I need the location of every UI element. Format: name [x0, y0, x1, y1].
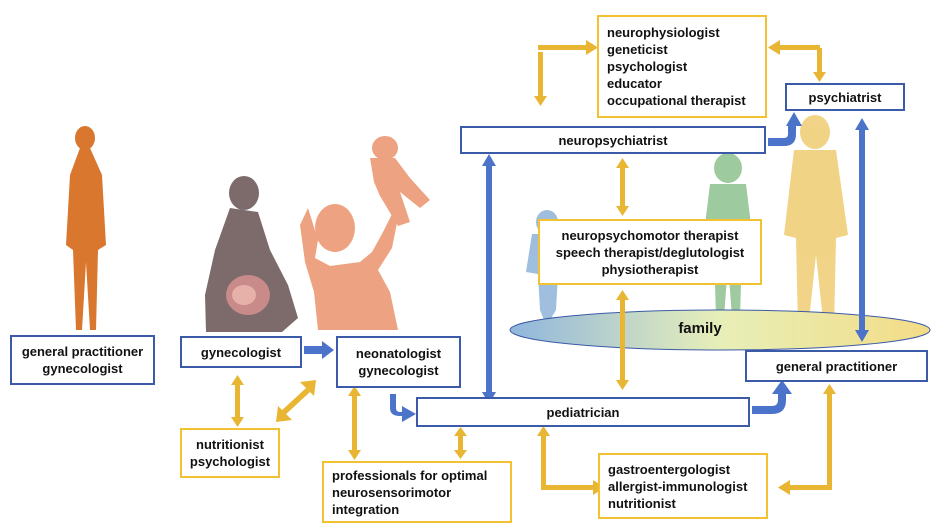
box-line: professionals for optimal — [332, 467, 488, 483]
box-line: integration — [332, 501, 400, 517]
box-line: allergist-immunologist — [608, 478, 748, 494]
family-label: family — [678, 320, 722, 337]
gold-arrow-specialists-gp — [778, 384, 836, 495]
gold-arrow-therapists-ped — [616, 290, 629, 390]
box-line: gynecologist — [200, 344, 282, 360]
nutritionist-psychologist-box: nutritionist psychologist — [180, 428, 280, 478]
pregnant-woman-silhouette-icon — [205, 176, 298, 332]
box-line: nutritionist — [608, 495, 676, 511]
box-line: general practitioner — [775, 358, 898, 374]
box-line: occupational therapist — [607, 93, 746, 108]
box-line: nutritionist — [196, 437, 264, 452]
box-line: gynecologist — [358, 363, 439, 378]
box-line: neuropsychiatrist — [558, 132, 668, 148]
gold-arrow-ped-prof — [454, 427, 467, 459]
gold-arrow-neo-prof — [348, 386, 361, 460]
therapists-box: neuropsychomotor therapist speech therap… — [538, 219, 762, 285]
psychiatrist-box: psychiatrist — [785, 83, 905, 111]
woman-silhouette-icon — [66, 126, 106, 330]
mother-baby-silhouette-icon — [300, 136, 430, 330]
box-line: gastroentergologist — [608, 461, 731, 477]
pediatrician-box: pediatrician — [416, 397, 750, 427]
blue-arrow-psychiatrist-to-gp — [855, 118, 869, 342]
gold-arrow-team-psychiatrist — [768, 40, 826, 82]
neuro-team-box: neurophysiologist geneticist psychologis… — [597, 15, 767, 118]
blue-arrow-neuropsy-to-psychiatrist — [768, 112, 802, 146]
blue-double-arrow-vertical — [482, 154, 496, 404]
box-line: neurophysiologist — [607, 25, 720, 40]
neonatologist-box: neonatologist gynecologist — [336, 336, 461, 388]
blue-arrow-ped-to-gp — [752, 380, 792, 414]
box-line: educator — [607, 76, 662, 91]
blue-arrow-gyn-to-neo — [304, 341, 334, 359]
blue-arrow-neo-to-ped — [390, 394, 416, 422]
box-line: neurosensorimotor — [332, 484, 452, 500]
gynecologist-box: gynecologist — [180, 336, 302, 368]
gold-arrow-gyn-nutri — [231, 375, 244, 427]
box-line: physiotherapist — [601, 261, 699, 277]
gp-gynecologist-start-box: general practitioner gynecologist — [10, 335, 155, 385]
professionals-box: professionals for optimal neurosensorimo… — [322, 461, 512, 523]
gold-arrow-neuropsy-therapists — [616, 158, 629, 216]
gold-arrow-ped-specialists — [537, 426, 605, 495]
specialists-box: gastroentergologist allergist-immunologi… — [598, 453, 768, 519]
gold-arrow-neuropsy-team — [534, 40, 598, 106]
neuropsychiatrist-box: neuropsychiatrist — [460, 126, 766, 154]
box-line: pediatrician — [546, 404, 620, 420]
box-line: neonatologist — [355, 346, 442, 361]
gold-arrow-nutri-neo — [276, 380, 316, 422]
box-line: neuropsychomotor therapist — [561, 227, 739, 243]
general-practitioner-box: general practitioner — [745, 350, 928, 382]
box-line: geneticist — [607, 42, 668, 57]
box-line: psychologist — [607, 59, 688, 74]
gold-arrows — [231, 40, 836, 495]
box-line: psychologist — [189, 454, 271, 469]
box-line: speech therapist/deglutologist — [555, 244, 745, 260]
box-line: psychiatrist — [808, 89, 882, 105]
box-line: general practitioner — [21, 344, 144, 359]
blue-arrows — [304, 112, 869, 422]
box-line: gynecologist — [42, 361, 123, 376]
family-ellipse — [509, 309, 931, 351]
